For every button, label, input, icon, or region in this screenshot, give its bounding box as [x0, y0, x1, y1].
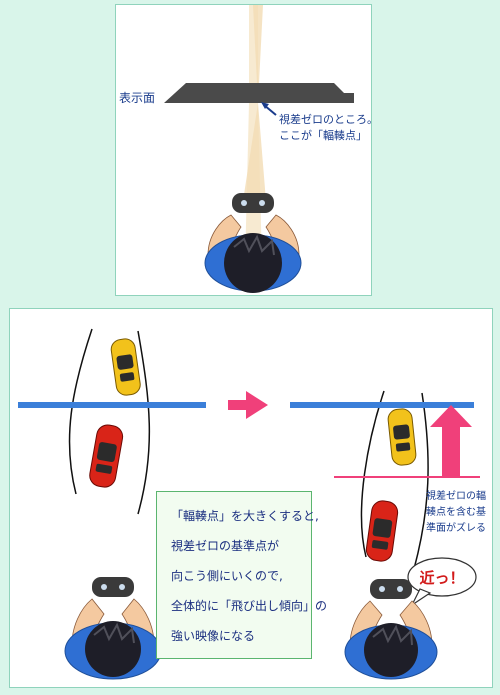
note-pointer-head [261, 102, 269, 109]
explanation-line: 「輻輳点」を大きくすると, [171, 509, 319, 523]
gamepad-icon [232, 193, 274, 213]
convergence-point-note: ここが「輻輳点」 [279, 129, 367, 142]
speech-bubble-text: 近っ！ [419, 569, 465, 587]
red-car-icon [365, 500, 399, 562]
reference-plane-shift-note: 視差ゼロの輻輳点を含む基準面がズレる [426, 491, 486, 534]
road-edge-left [68, 328, 93, 495]
right-arrow-icon [228, 391, 268, 419]
explanation-line: 視差ゼロの基準点が [171, 539, 280, 553]
explanation-line: 全体的に「飛び出し傾向」の [171, 599, 328, 613]
yellow-car-icon [110, 338, 141, 396]
road-edge-right [137, 330, 151, 515]
person-icon [204, 193, 302, 293]
person-icon [64, 577, 162, 680]
top-diagram-graphic [164, 5, 354, 293]
gamepad-icon [92, 577, 134, 597]
explanation-box: 「輻輳点」を大きくすると, 視差ゼロの基準点が 向こう側にいくので, 全体的に「… [156, 491, 328, 659]
bottom-diagram-graphic [18, 328, 480, 680]
up-arrow-icon [430, 405, 472, 477]
zero-parallax-note: 視差ゼロのところ。 [279, 113, 378, 126]
explanation-line: 向こう側にいくので, [171, 569, 283, 583]
line-of-sight-right [243, 5, 266, 201]
person-icon [344, 579, 438, 680]
bottom-diagram-panel: 「輻輳点」を大きくすると, 視差ゼロの基準点が 向こう側にいくので, 全体的に「… [9, 308, 493, 688]
top-diagram-panel: 表示面 視差ゼロのところ。 ここが「輻輳点」 [115, 4, 378, 296]
gamepad-icon [370, 579, 412, 599]
red-car-icon [89, 424, 124, 488]
road-edge-right-shifted [413, 392, 429, 570]
road-edge-left-shifted [360, 390, 385, 558]
yellow-car-icon [387, 408, 417, 466]
speech-bubble-icon [407, 557, 477, 607]
display-surface-label: 表示面 [119, 91, 156, 105]
explanation-line: 強い映像になる [171, 629, 256, 643]
display-surface [164, 83, 354, 103]
